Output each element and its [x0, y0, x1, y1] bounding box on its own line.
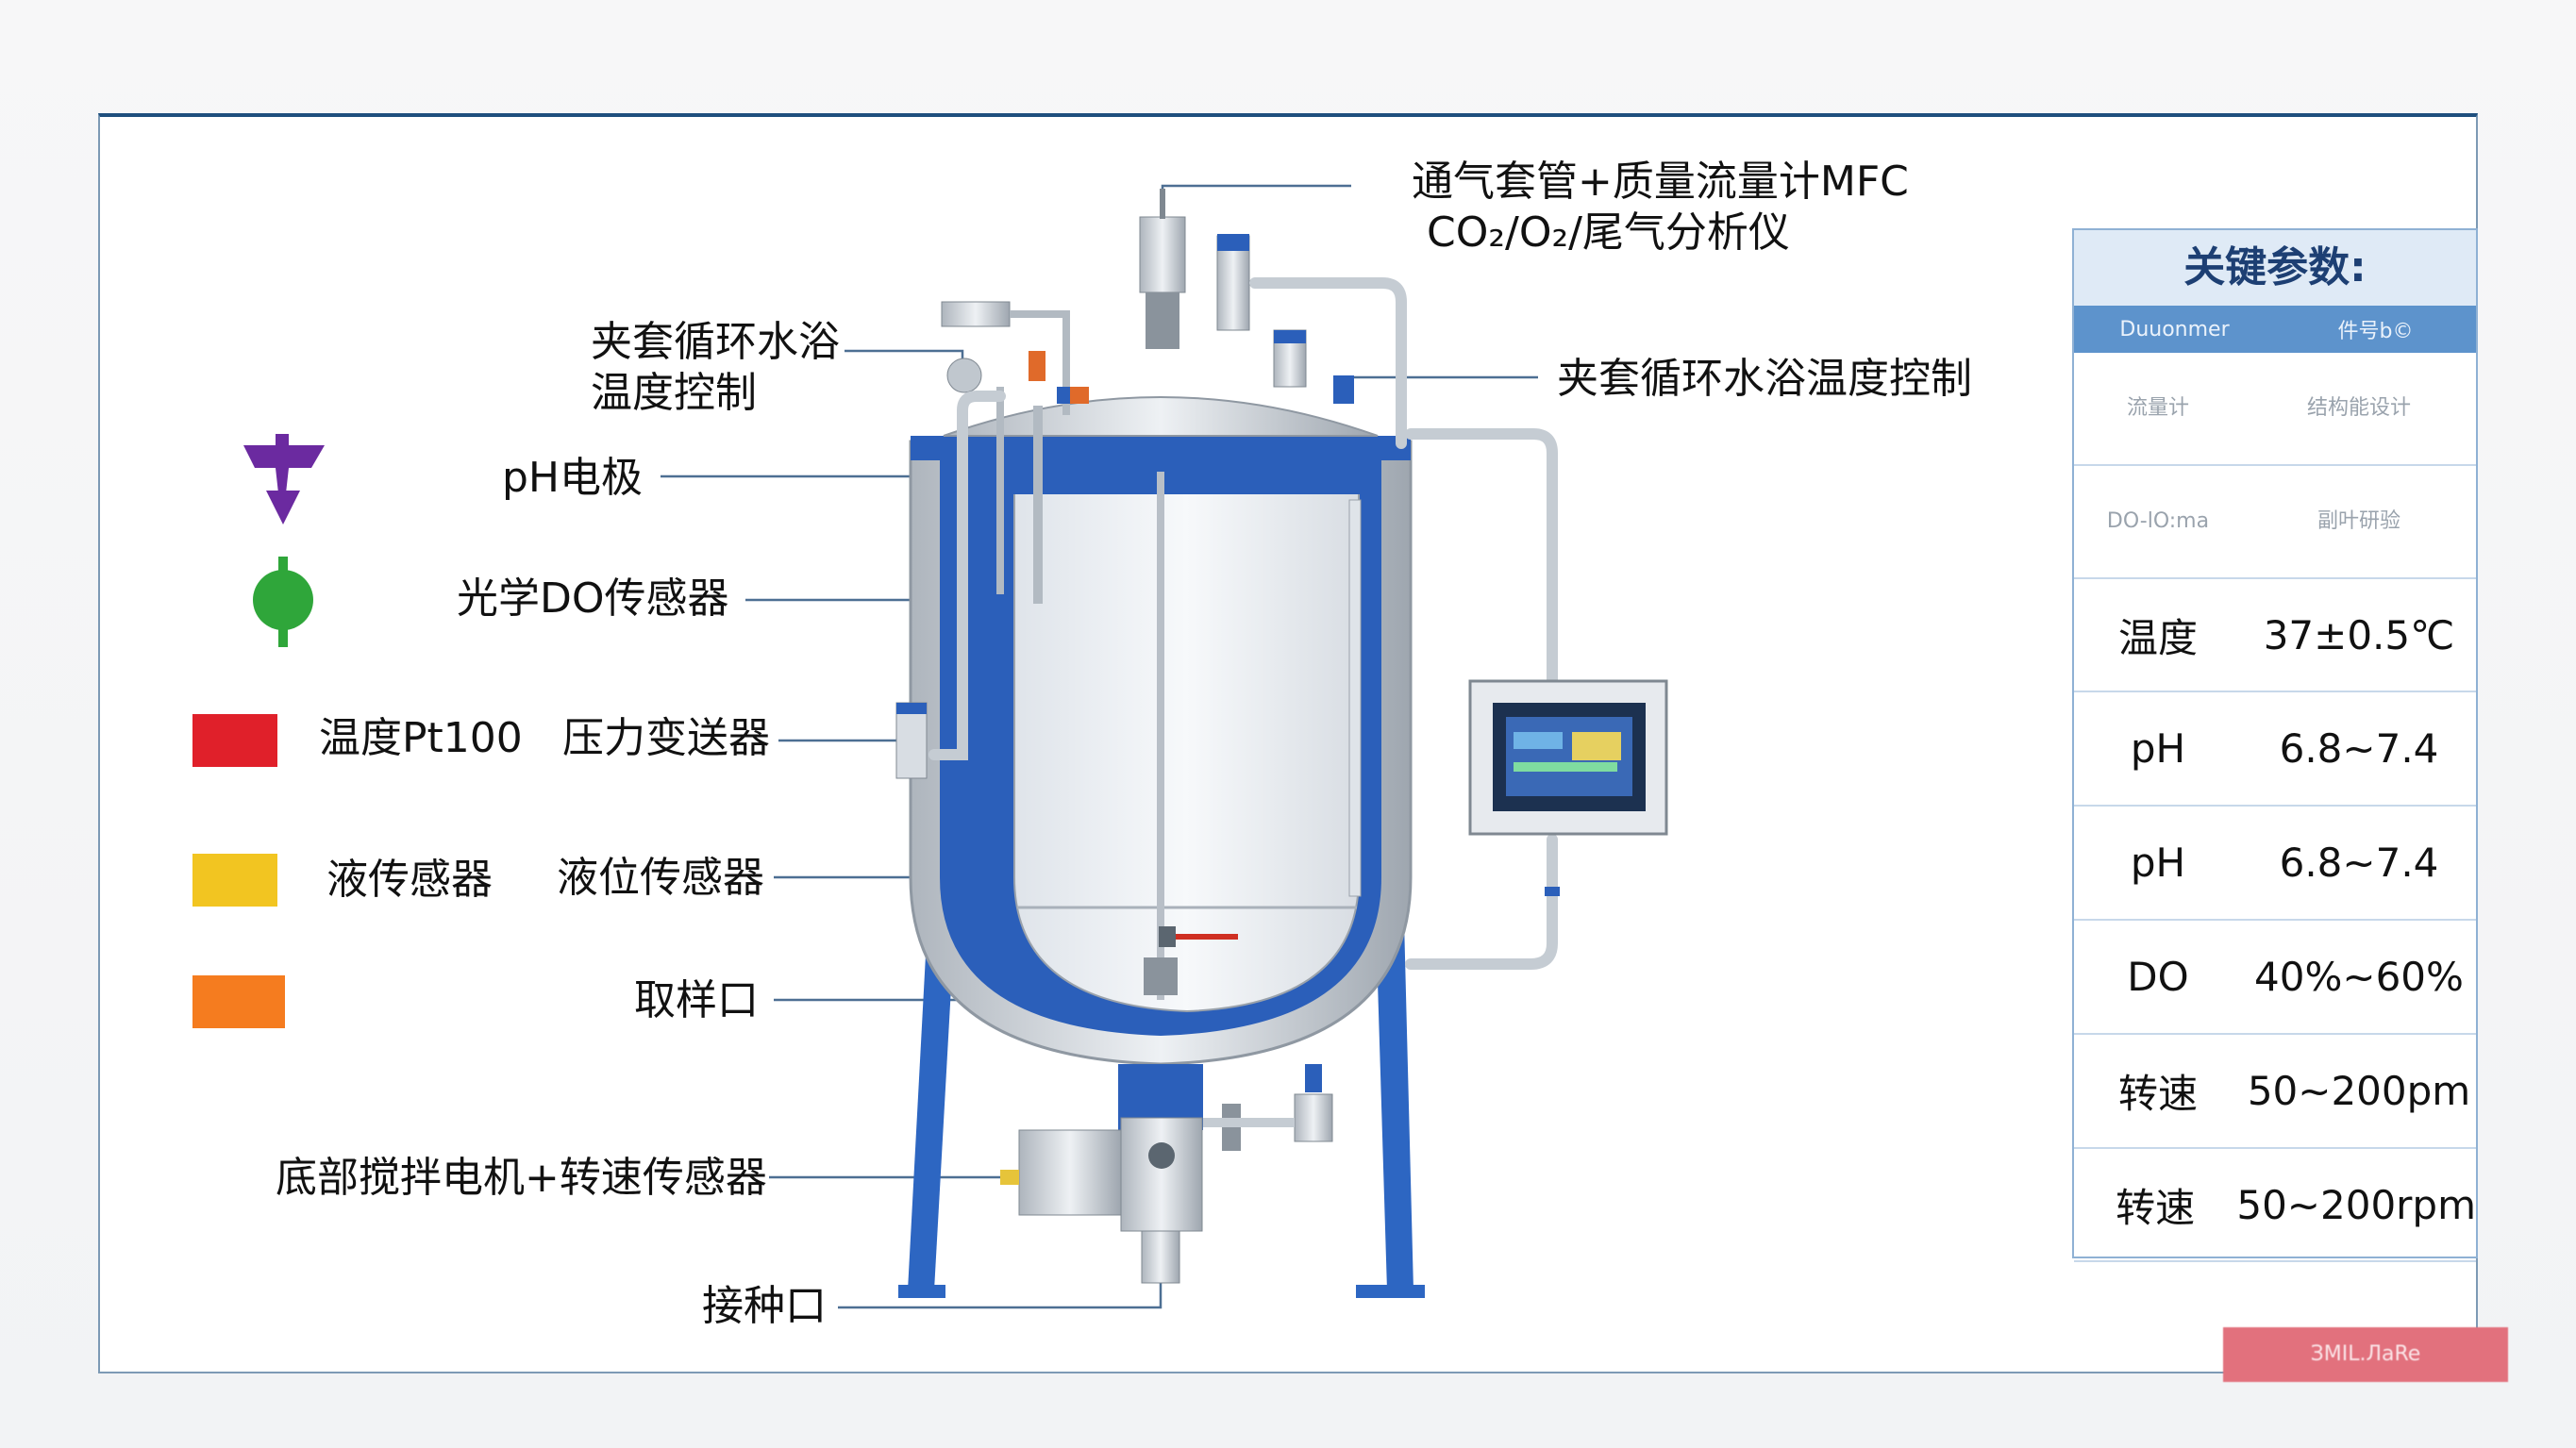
sample-label: 取样口 — [634, 976, 759, 1024]
param-row-speed-1: 转速 50~200pm — [2074, 1033, 2476, 1147]
legend-swatch-red — [192, 714, 277, 767]
param-header-col-1: Duuonmer — [2119, 317, 2230, 341]
param-title: 关键参数: — [2074, 230, 2476, 306]
ph-label: pH电极 — [502, 454, 644, 502]
param-row-temperature: 温度 37±0.5℃ — [2074, 577, 2476, 691]
ph-probe-icon — [243, 434, 325, 524]
pressure-label: 压力变送器 — [562, 714, 770, 762]
vessel-glass — [1013, 482, 1360, 1013]
param-value: 40%~60% — [2254, 954, 2464, 1000]
param-row-faint-2: DO-lO:ma 副叶研验 — [2074, 464, 2476, 577]
gas-sub-label: CO₂/O₂/尾气分析仪 — [1427, 208, 1790, 257]
gas-label: 通气套管+质量流量计MFC — [1412, 158, 1909, 206]
param-key: DO-lO:ma — [2106, 509, 2210, 533]
param-value: 副叶研验 — [2317, 509, 2400, 533]
legend-swatch-orange — [192, 975, 285, 1028]
piping — [928, 277, 1558, 970]
param-header-col-2: 件号b© — [2337, 320, 2414, 343]
param-row-faint-1: 流量计 结构能设计 — [2074, 353, 2476, 464]
do-probe-icon — [253, 557, 313, 647]
level-label: 液位传感器 — [557, 854, 764, 902]
legend-text-temp: 温度Pt100 — [319, 714, 523, 762]
param-row-do: DO 40%~60% — [2074, 919, 2476, 1033]
param-key: 转速 — [2117, 1071, 2198, 1117]
param-row-speed-2: 转速 50~200rpm — [2074, 1147, 2476, 1262]
legend-swatch-yellow — [192, 854, 277, 907]
param-key: 流量计 — [2126, 396, 2189, 420]
param-key: DO — [2127, 954, 2189, 1000]
param-value: 37±0.5℃ — [2263, 611, 2455, 658]
bottom-motor — [1000, 1064, 1333, 1284]
control-panel — [1468, 679, 1668, 836]
param-key: pH — [2130, 840, 2186, 886]
do-label: 光学DO传感器 — [457, 574, 729, 623]
param-key: pH — [2130, 725, 2186, 772]
param-key: 温度 — [2117, 614, 2198, 661]
top-fittings — [941, 189, 1354, 415]
param-key: 转速 — [2116, 1184, 2196, 1231]
inoculate-label: 接种口 — [702, 1282, 827, 1330]
param-row-ph-2: pH 6.8~7.4 — [2074, 805, 2476, 919]
reactor-legs — [898, 920, 1425, 1298]
jacket-right-label: 夹套循环水浴温度控制 — [1557, 355, 1972, 403]
jacket-left-label: 夹套循环水浴 — [591, 318, 840, 366]
legend-text-liquid: 液传感器 — [326, 856, 493, 904]
param-header: Duuonmer 件号b© — [2074, 306, 2476, 353]
key-parameters-panel: 关键参数: Duuonmer 件号b© 流量计 结构能设计 DO-lO:ma 副… — [2072, 228, 2478, 1262]
motor-label: 底部搅拌电机+转速传感器 — [276, 1154, 767, 1202]
param-value: 50~200rpm — [2236, 1181, 2476, 1228]
watermark-badge: ЗMIL.ЛaRe — [2223, 1327, 2508, 1382]
param-value: 6.8~7.4 — [2279, 725, 2439, 772]
param-value: 50~200pm — [2247, 1068, 2471, 1114]
param-value: 6.8~7.4 — [2279, 840, 2439, 886]
jacket-left-label-2: 温度控制 — [591, 369, 757, 417]
param-value: 结构能设计 — [2306, 396, 2411, 420]
param-row-ph-1: pH 6.8~7.4 — [2074, 691, 2476, 805]
